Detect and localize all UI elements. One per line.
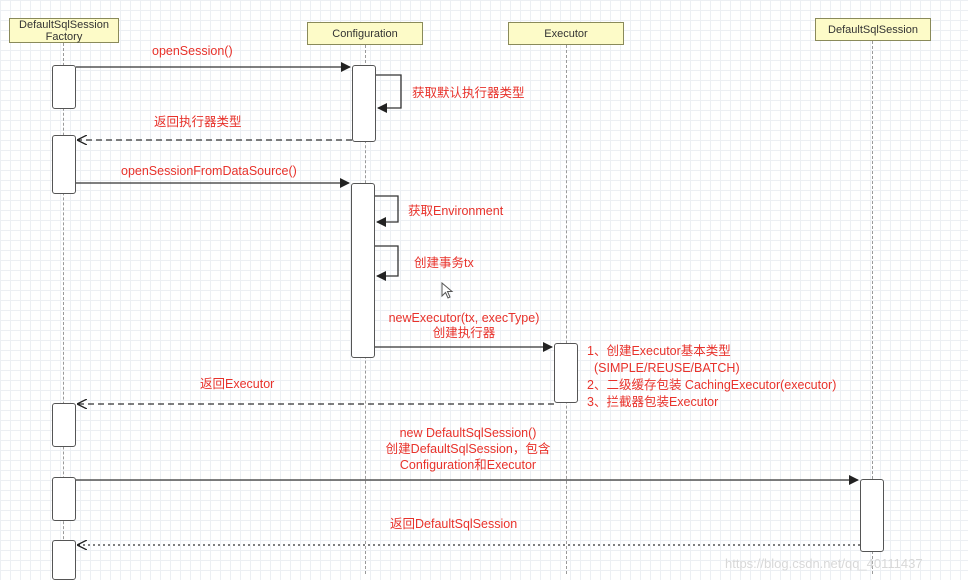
- factory-activation-1: [52, 65, 76, 109]
- executor-note-line2: (SIMPLE/REUSE/BATCH): [594, 361, 740, 375]
- label-new-executor-line2: 创建执行器: [432, 326, 496, 340]
- label-return-executor-type: 返回执行器类型: [154, 115, 242, 129]
- factory-activation-3: [52, 403, 76, 447]
- participant-factory[interactable]: DefaultSqlSession Factory: [9, 18, 119, 43]
- label-new-default-sql-session: new DefaultSqlSession() 创建DefaultSqlSess…: [368, 425, 568, 473]
- label-new-session-line1: new DefaultSqlSession(): [399, 426, 537, 440]
- participant-default-sql-session[interactable]: DefaultSqlSession: [815, 18, 931, 41]
- label-open-session: openSession(): [152, 44, 233, 58]
- participant-configuration[interactable]: Configuration: [307, 22, 423, 45]
- factory-lifeline: [63, 43, 64, 574]
- label-return-executor: 返回Executor: [200, 377, 275, 391]
- label-new-session-line2: 创建DefaultSqlSession，包含: [385, 442, 551, 456]
- arrow-self-get-executor-type: [376, 74, 402, 113]
- label-get-environment: 获取Environment: [408, 204, 504, 218]
- executor-note: 1、创建Executor基本类型 (SIMPLE/REUSE/BATCH) 2、…: [587, 343, 836, 411]
- executor-note-line4: 3、拦截器包装Executor: [587, 395, 719, 409]
- label-new-executor-line1: newExecutor(tx, execType): [388, 311, 540, 325]
- mouse-cursor-icon: [441, 282, 454, 299]
- participant-factory-label: DefaultSqlSession Factory: [19, 18, 109, 43]
- executor-activation: [554, 343, 578, 403]
- label-new-session-line3: Configuration和Executor: [399, 458, 537, 472]
- executor-lifeline: [566, 45, 567, 574]
- participant-executor-label: Executor: [544, 27, 588, 40]
- participant-session-label: DefaultSqlSession: [828, 23, 918, 36]
- label-get-default-executor-type: 获取默认执行器类型: [412, 86, 525, 100]
- label-create-tx: 创建事务tx: [414, 256, 474, 270]
- executor-note-line1: 1、创建Executor基本类型: [587, 344, 731, 358]
- watermark: https://blog.csdn.net/qq_40111437: [725, 556, 923, 571]
- label-return-default-sql-session: 返回DefaultSqlSession: [390, 517, 518, 531]
- label-open-session-from-datasource: openSessionFromDataSource(): [121, 164, 297, 178]
- session-activation: [860, 479, 884, 552]
- session-lifeline: [872, 41, 873, 574]
- arrow-self-get-environment: [375, 195, 399, 227]
- factory-activation-4: [52, 477, 76, 521]
- factory-activation-2: [52, 135, 76, 194]
- participant-configuration-label: Configuration: [332, 27, 398, 40]
- participant-executor[interactable]: Executor: [508, 22, 624, 45]
- configuration-activation-2: [351, 183, 375, 358]
- arrow-self-create-tx: [375, 245, 399, 281]
- factory-activation-5: [52, 540, 76, 580]
- label-new-executor: newExecutor(tx, execType) 创建执行器: [376, 311, 552, 341]
- configuration-activation-1: [352, 65, 376, 142]
- executor-note-line3: 2、二级缓存包装 CachingExecutor(executor): [587, 378, 837, 392]
